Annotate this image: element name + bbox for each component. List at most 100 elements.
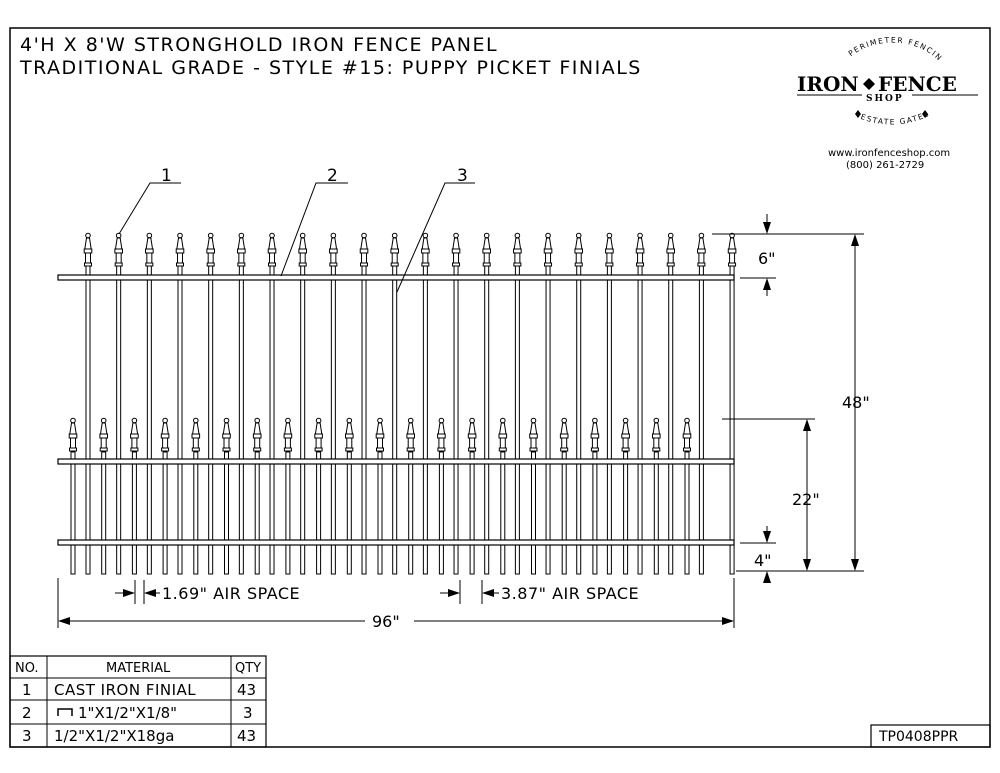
tall-picket-finial xyxy=(727,232,737,267)
puppy-picket xyxy=(408,451,414,575)
tall-picket-finial xyxy=(83,232,93,267)
puppy-picket-finial xyxy=(130,417,139,452)
tall-picket xyxy=(85,265,91,575)
tall-picket xyxy=(330,265,336,575)
puppy-picket-finial xyxy=(559,417,569,452)
tall-picket-finial xyxy=(482,232,492,267)
tall-picket-finial xyxy=(574,232,584,267)
puppy-picket-finial xyxy=(652,417,661,452)
tall-picket xyxy=(422,265,428,575)
tall-picket xyxy=(177,265,183,575)
puppy-picket-finial xyxy=(590,417,600,452)
bom-header-no: NO. xyxy=(15,661,39,676)
tall-picket xyxy=(208,265,214,575)
dimension-labels: 6" 48" 22" 4" 96" 1.69" AIR SPACE 3.87" … xyxy=(162,249,870,631)
tall-picket-finial xyxy=(267,232,277,267)
dim-48-label: 48" xyxy=(842,393,870,412)
drawing-number-box xyxy=(870,724,991,748)
tall-picket-finial xyxy=(390,232,399,267)
bom-row-1-qty: 43 xyxy=(237,681,256,699)
puppy-picket-finial xyxy=(222,417,231,452)
drawing-number: TP0408PPR xyxy=(878,729,959,745)
tall-picket xyxy=(514,265,520,575)
puppy-picket xyxy=(438,451,444,575)
tall-picket xyxy=(484,265,490,575)
tall-picket-finial xyxy=(114,232,123,267)
bom-row-3-no: 3 xyxy=(22,727,32,745)
tall-picket xyxy=(729,265,735,575)
logo-bottom-arc: ESTATE GATES xyxy=(859,109,931,127)
bottom-rail xyxy=(57,539,735,546)
puppy-picket-finial xyxy=(375,417,385,452)
puppy-picket xyxy=(285,451,291,575)
puppy-picket xyxy=(684,451,690,575)
tall-picket-finial xyxy=(513,232,522,267)
puppy-picket xyxy=(346,451,352,575)
dim-6-label: 6" xyxy=(758,249,776,268)
sheet-border xyxy=(9,27,991,748)
tall-picket-finial xyxy=(451,232,461,267)
logo-brand-sub: SHOP xyxy=(866,94,904,104)
tall-picket xyxy=(698,265,704,575)
tall-picket xyxy=(116,265,122,575)
puppy-picket-finial xyxy=(252,417,262,452)
bom-row-1-no: 1 xyxy=(22,681,32,699)
callouts: 1 2 3 xyxy=(118,166,475,293)
puppy-picket xyxy=(254,451,260,575)
dim-22-label: 22" xyxy=(792,490,820,509)
tall-picket xyxy=(238,265,244,575)
puppy-picket xyxy=(193,451,199,575)
bom-row-1-material: CAST IRON FINIAL xyxy=(54,681,196,699)
puppy-picket-finial xyxy=(345,417,354,452)
tall-picket-finial xyxy=(298,232,307,267)
top-rail xyxy=(57,274,735,281)
puppy-picket-finial xyxy=(498,417,508,452)
logo-phone: (800) 261-2729 xyxy=(846,160,924,171)
puppy-picket-finial xyxy=(437,417,446,452)
dimensions xyxy=(57,214,864,628)
tall-picket-finial xyxy=(605,232,614,267)
tall-picket xyxy=(392,265,398,575)
puppy-picket-finial xyxy=(467,417,477,452)
dimension-arrowheads xyxy=(58,222,859,625)
logo-small-diamond-icon xyxy=(855,110,861,118)
tall-picket-finial xyxy=(206,232,215,267)
bom-header-material: MATERIAL xyxy=(106,661,171,676)
puppy-picket xyxy=(224,451,229,575)
air-space-large-label: 3.87" AIR SPACE xyxy=(501,584,639,603)
tall-picket xyxy=(606,265,612,575)
tall-picket-finial xyxy=(359,232,369,267)
puppy-picket xyxy=(500,451,506,575)
puppy-picket-finial xyxy=(160,417,170,452)
tall-picket xyxy=(453,265,459,575)
tall-picket xyxy=(576,265,582,575)
puppy-picket xyxy=(162,451,168,575)
fence-panel xyxy=(57,232,737,575)
bom-row-2-material: 1"X1/2"X1/8" xyxy=(78,704,177,722)
puppy-picket xyxy=(653,451,659,575)
logo-website: www.ironfenceshop.com xyxy=(828,148,950,159)
logo-small-diamond-icon xyxy=(922,110,928,118)
tall-picket xyxy=(545,265,551,575)
callout-1-leader xyxy=(118,182,181,235)
puppy-picket xyxy=(623,451,629,575)
title-line-1: 4'H X 8'W STRONGHOLD IRON FENCE PANEL xyxy=(20,34,498,56)
tall-picket xyxy=(146,265,152,575)
puppy-picket-finial xyxy=(191,417,201,452)
tall-picket-finial xyxy=(329,232,338,267)
tall-picket-finial xyxy=(175,232,185,267)
puppy-picket xyxy=(377,451,383,575)
puppy-picket xyxy=(70,451,76,575)
tall-picket xyxy=(300,265,306,575)
puppy-picket-finial xyxy=(529,417,538,452)
tall-picket-finial xyxy=(543,232,553,267)
puppy-picket xyxy=(531,451,536,575)
tall-picket xyxy=(361,265,367,575)
callout-2-leader xyxy=(280,182,348,277)
bill-of-materials-table: NO. MATERIAL QTY 1 CAST IRON FINIAL 43 2… xyxy=(9,655,267,748)
tall-picket-finial xyxy=(145,232,154,267)
callout-3-label: 3 xyxy=(457,166,468,186)
bom-row-3-qty: 43 xyxy=(237,727,256,745)
bom-header-qty: QTY xyxy=(235,661,261,676)
